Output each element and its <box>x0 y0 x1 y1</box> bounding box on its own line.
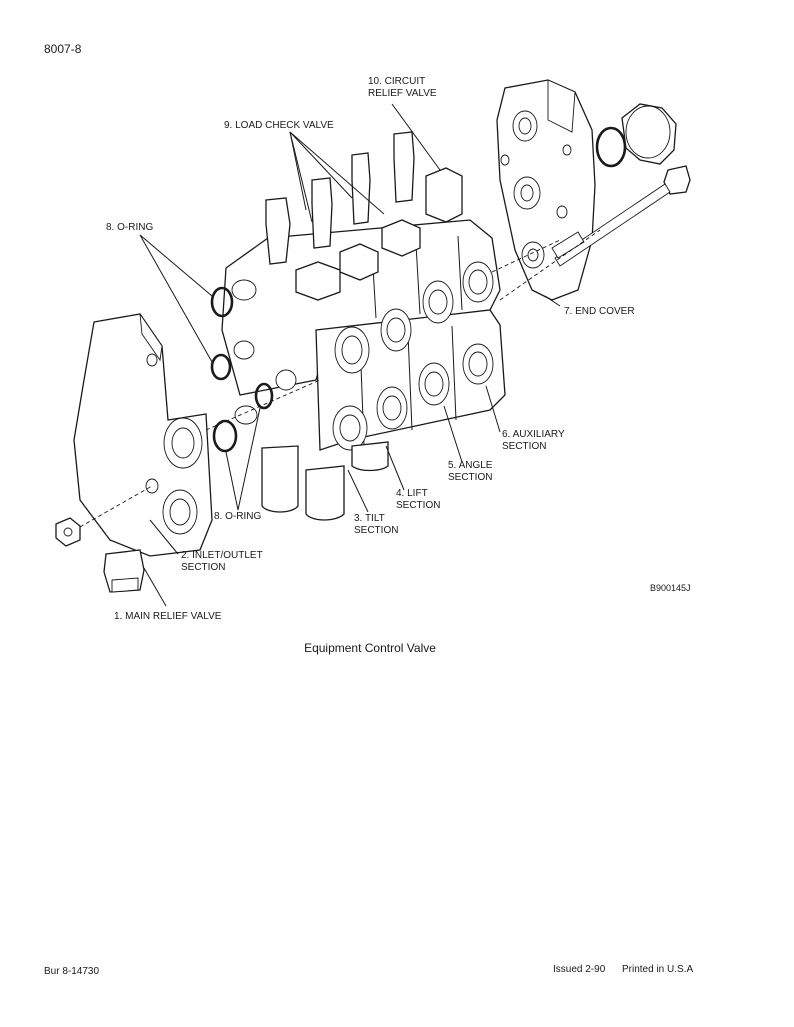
callout-tilt-line2: SECTION <box>354 525 398 536</box>
callout-load-check-valve: 9. LOAD CHECK VALVE <box>224 120 334 131</box>
callout-angle-line2: SECTION <box>448 472 492 483</box>
end-cover-plug <box>595 103 677 168</box>
callout-o-ring-top: 8. O-RING <box>106 222 153 233</box>
o-rings <box>210 286 274 453</box>
page-number: 8007-8 <box>44 42 82 56</box>
callout-circuit-relief-line2: RELIEF VALVE <box>368 88 437 99</box>
callout-inlet-outlet-line1: 2. INLET/OUTLET <box>181 550 263 561</box>
end-cover-part <box>496 79 596 301</box>
figure-caption: Equipment Control Valve <box>304 641 436 655</box>
callout-o-ring-bottom: 8. O-RING <box>214 511 261 522</box>
section-caps <box>295 167 463 301</box>
footer-doc-id: Bur 8-14730 <box>44 966 100 977</box>
callout-main-relief-valve: 1. MAIN RELIEF VALVE <box>114 611 222 622</box>
callout-angle-line1: 5. ANGLE <box>448 460 493 471</box>
footer-printed: Printed in U.S.A <box>622 964 694 975</box>
valve-body-stack <box>221 219 506 521</box>
callout-tilt-line1: 3. TILT <box>354 513 385 524</box>
load-check-valve-spools <box>265 131 415 265</box>
main-relief-valve-part <box>103 549 145 593</box>
callout-circuit-relief-line1: 10. CIRCUIT <box>368 76 425 87</box>
inlet-outlet-part <box>73 313 213 557</box>
callout-lift-line1: 4. LIFT <box>396 488 428 499</box>
callout-auxiliary-line2: SECTION <box>502 441 546 452</box>
callout-end-cover: 7. END COVER <box>564 306 635 317</box>
callout-inlet-outlet-line2: SECTION <box>181 562 225 573</box>
alignment-lines <box>79 229 601 528</box>
footer-issued: Issued 2-90 <box>553 964 606 975</box>
leader-lines <box>139 103 561 607</box>
tie-rod-bolt <box>551 165 691 267</box>
callout-lift-line2: SECTION <box>396 500 440 511</box>
callout-auxiliary-line1: 6. AUXILIARY <box>502 429 565 440</box>
figure-code: B900145J <box>650 583 691 593</box>
